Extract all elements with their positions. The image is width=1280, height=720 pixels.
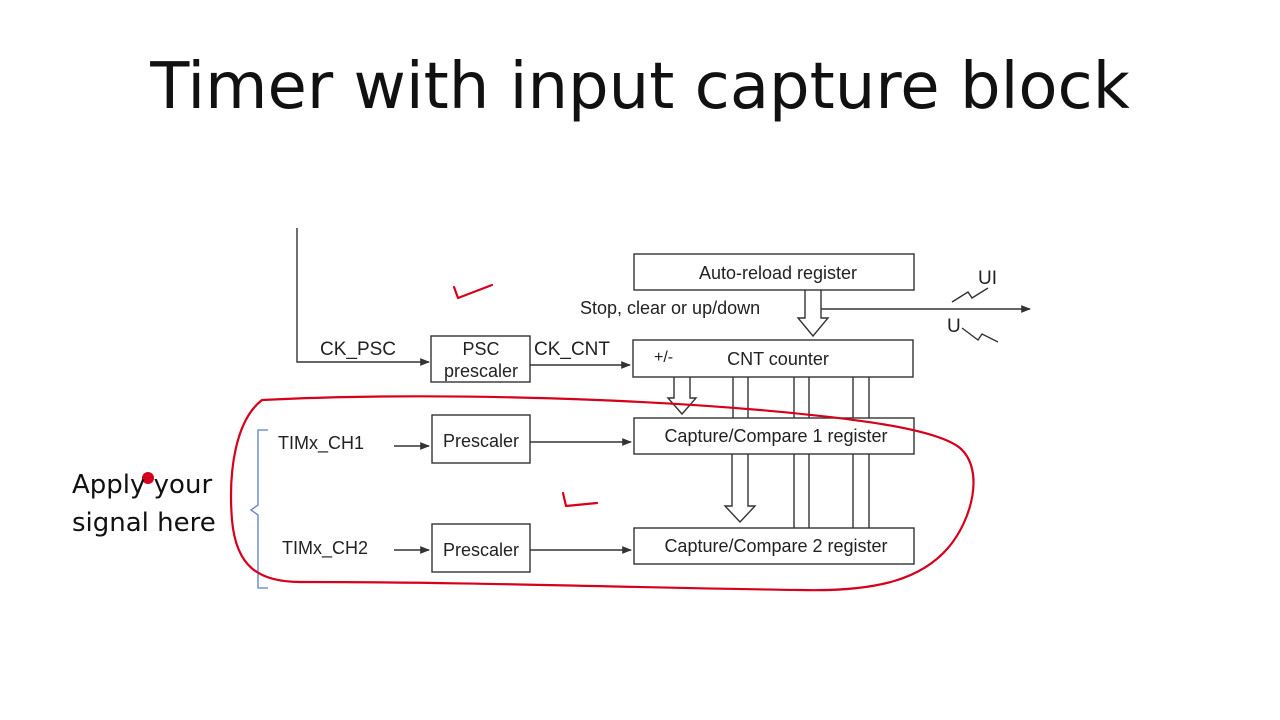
ch2-prescaler-label: Prescaler xyxy=(443,540,519,560)
cnt-counter-label: CNT counter xyxy=(727,349,829,369)
auto-reload-block xyxy=(633,253,915,291)
reload-to-counter-arrow xyxy=(796,290,830,338)
ck-psc-label: CK_PSC xyxy=(320,339,396,360)
pointer-dot xyxy=(142,472,154,484)
cc1-register-label: Capture/Compare 1 register xyxy=(664,426,887,446)
capture-section-highlight xyxy=(229,395,975,592)
cnt-counter-block xyxy=(632,339,914,378)
psc-label-line1: PSC xyxy=(462,339,499,359)
cc2-register-block xyxy=(633,527,915,565)
cc2-register-label: Capture/Compare 2 register xyxy=(664,536,887,556)
apply-signal-note: Apply your signal here xyxy=(72,466,232,542)
ch2-input-label: TIMx_CH2 xyxy=(282,538,368,559)
psc-label-line2: prescaler xyxy=(444,361,518,381)
cc1-to-cc2-arrow xyxy=(723,454,757,524)
u-label: U xyxy=(947,316,961,337)
bus-lines xyxy=(732,377,870,528)
ch1-prescaler-label: Prescaler xyxy=(443,431,519,451)
u-event-icon xyxy=(961,327,999,343)
cc1-register-block xyxy=(633,417,915,455)
ck-cnt-label: CK_CNT xyxy=(534,339,610,360)
note-line-2: signal here xyxy=(72,508,216,538)
slide-title: Timer with input capture block xyxy=(150,50,1130,124)
ui-label: UI xyxy=(978,268,997,289)
ui-event-icon xyxy=(951,287,989,303)
plus-minus-label: +/- xyxy=(654,349,673,366)
auto-reload-label: Auto-reload register xyxy=(699,263,857,283)
stop-clear-label: Stop, clear or up/down xyxy=(580,298,760,318)
check-mark-middle xyxy=(561,491,599,508)
ch1-prescaler-block xyxy=(431,414,531,464)
check-mark-top xyxy=(452,283,494,300)
note-line-1: Apply your xyxy=(72,470,213,500)
psc-prescaler-block xyxy=(430,335,531,383)
input-bracket xyxy=(249,429,268,589)
ch1-input-label: TIMx_CH1 xyxy=(278,433,364,454)
counter-to-cc1-arrow xyxy=(666,377,698,416)
clock-wire xyxy=(296,228,430,366)
ch2-prescaler-block xyxy=(431,523,531,573)
